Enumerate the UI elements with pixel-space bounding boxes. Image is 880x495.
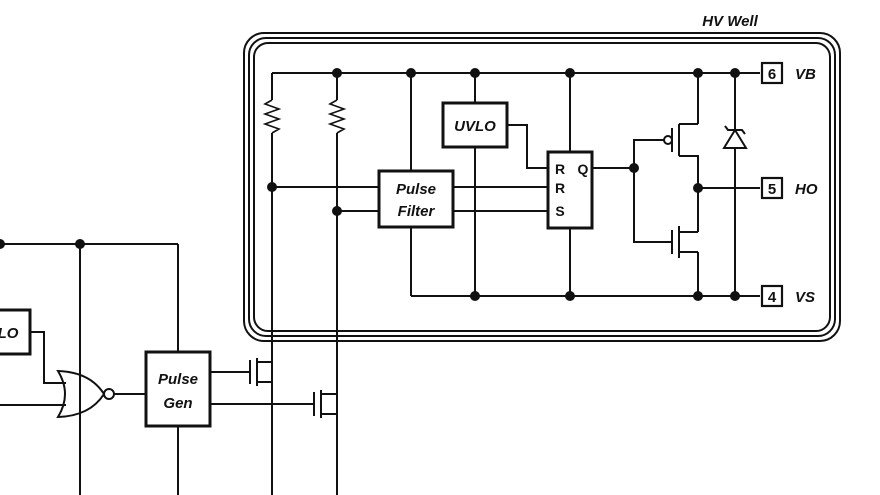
hv-well-boundary [243,32,841,342]
pulse-gen-label-2: Gen [163,395,192,412]
pulse-gen-label-1: Pulse [158,371,198,388]
pin-vb-number: 6 [768,66,776,83]
uvlo-to-latch [507,124,548,169]
pulse-gen-block: Pulse Gen [144,350,212,428]
pin-vs-number: 4 [768,289,777,306]
uvlo-high-block: UVLO [441,101,509,149]
pulse-filter-label-1: Pulse [396,181,436,198]
uvlo-high-label: UVLO [454,118,496,135]
pulse-filter-label-2: Filter [398,203,436,220]
pin-ho-number: 5 [768,181,776,198]
pulse-filter-block: Pulse Filter [377,169,455,229]
nmos-low-side [671,226,698,258]
resistor-right [327,99,347,495]
latch-input-r1: R [555,161,565,177]
junction-dots-hv [267,68,740,301]
latch-output-q: Q [578,161,589,177]
pmos-high-side [663,123,699,232]
pin-vs: 4 VS [760,284,815,308]
zener-diode [722,125,748,149]
pin-ho: 5 HO [760,176,818,200]
uvlo-low-block: LO [0,308,32,356]
rs-latch: R R S Q [546,150,594,230]
latch-input-s: S [555,203,564,219]
low-side-supply [0,239,179,495]
nor-gate [56,369,115,419]
resistor-left [262,99,282,495]
uvlo-low-label: LO [0,325,19,342]
vb-rail [271,72,760,172]
pin-vb-name: VB [795,66,816,83]
latch-input-r2: R [555,180,565,196]
pin-vb: 6 VB [760,61,816,85]
pin-vs-name: VS [795,289,815,306]
level-shift-nmos-1 [210,358,272,386]
level-shift-nmos-2 [210,390,337,418]
hv-well-label: HV Well [702,13,758,30]
gate-drive-net [592,139,672,243]
uvlo-to-nor [30,331,66,384]
pin-ho-name: HO [795,181,818,198]
